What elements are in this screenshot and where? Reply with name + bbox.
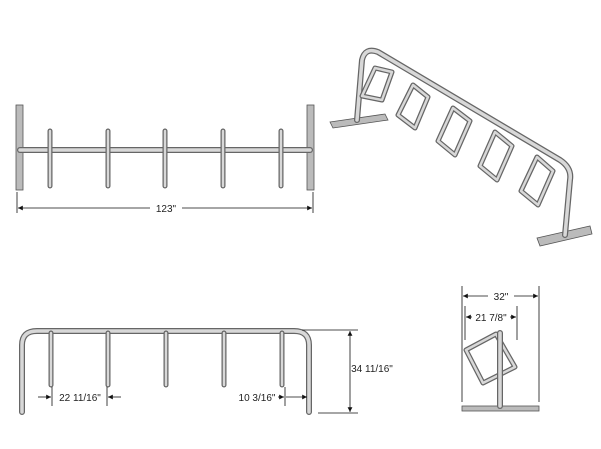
top-loops [47, 128, 284, 189]
overall-length-label: 123" [156, 204, 177, 215]
side-loop [463, 331, 518, 386]
front-loops [48, 330, 285, 388]
loop-spacing-label: 22 11/16" [59, 393, 101, 404]
side-view: 32" 21 7/8" [461, 286, 540, 412]
front-view: 34 11/16" 22 11/16" 10 3/16" [19, 328, 393, 415]
height-label: 34 11/16" [351, 364, 393, 375]
loop-width-label: 21 7/8" [475, 313, 507, 324]
isometric-view [329, 47, 593, 247]
end-offset-label: 10 3/16" [239, 393, 276, 404]
iso-rail [354, 47, 574, 238]
base-width-label: 32" [494, 292, 509, 303]
top-view: 123" [15, 104, 315, 215]
iso-loops [359, 65, 556, 208]
